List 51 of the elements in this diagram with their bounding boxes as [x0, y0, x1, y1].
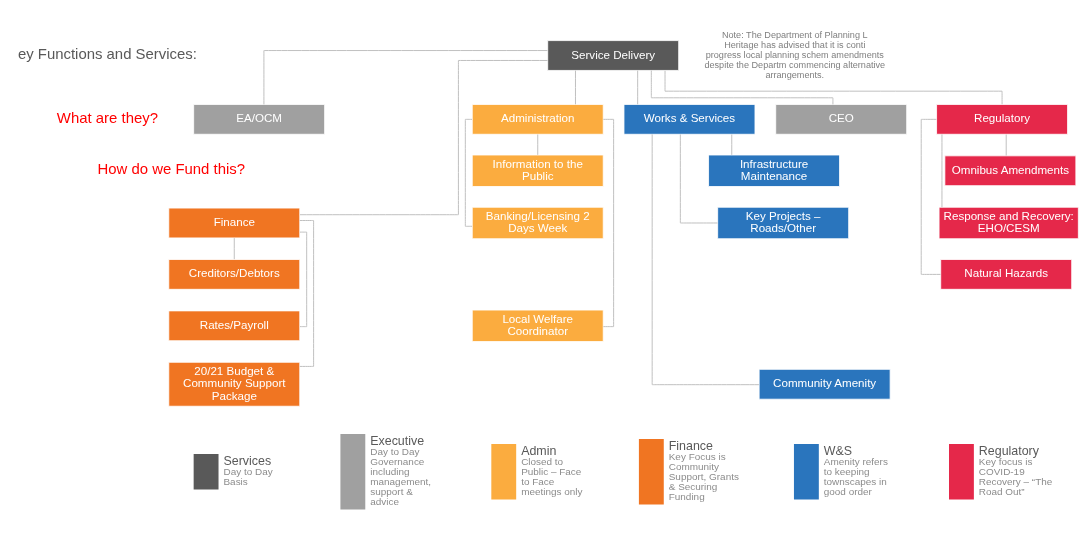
node-box: 20/21 Budget & Community Support Package: [168, 361, 301, 407]
connector: [679, 133, 718, 224]
node-box: Finance: [168, 207, 301, 239]
connector: [299, 231, 308, 328]
node-box: CEO: [775, 104, 908, 135]
label: Closed to Public – Face to Face meetings only: [521, 456, 583, 498]
label: Key Focus is Community Support, Grants & Securing Funding: [668, 451, 739, 503]
label: Amenity refers to keeping townscapes in good order: [823, 456, 888, 498]
label: Day to Day Basis: [223, 466, 273, 488]
node-box: Service Delivery: [547, 40, 680, 71]
connector: [637, 70, 639, 105]
node-box: Community Amenity: [758, 368, 891, 400]
label: How do we Fund this?: [97, 160, 245, 178]
connector: [464, 118, 473, 227]
node-box: Administration: [471, 104, 604, 135]
legend-label: Regulatory: [978, 443, 1039, 458]
node-box: Creditors/Debtors: [168, 259, 301, 290]
label: Day to Day Governance including management, support & advice: [370, 446, 432, 507]
node-box: Banking/Licensing 2 Days Week: [471, 206, 604, 240]
connector: [1005, 134, 1007, 157]
node-box: Key Projects – Roads/Other: [717, 206, 850, 240]
legend-label: Finance: [668, 438, 713, 453]
connector: [731, 134, 733, 156]
node-box: Omnibus Amendments: [944, 155, 1077, 187]
connector: [920, 118, 941, 275]
node-box: Information to the Public: [471, 154, 604, 187]
node-box: Infrastructure Maintenance: [708, 154, 840, 187]
connector: [664, 70, 1003, 105]
connector: [651, 133, 760, 386]
legend-label: Admin: [521, 443, 557, 458]
node-box: Response and Recovery: EHO/CESM: [938, 206, 1079, 240]
connector: [650, 70, 834, 105]
legend-label: Executive: [370, 433, 425, 448]
connector: [574, 70, 576, 105]
node-box: Rates/Payroll: [168, 310, 301, 342]
node-box: Works & Services: [623, 104, 756, 135]
connector: [233, 237, 235, 260]
node-box: Local Welfare Coordinator: [471, 309, 604, 342]
connector: [941, 133, 943, 208]
connector: [602, 118, 615, 328]
node-box: EA/OCM: [193, 104, 326, 135]
connector: [537, 134, 539, 156]
connector: [299, 60, 549, 216]
label: Note: The Department of Planning L Heritage has advised that it is conti progress local planning schem amendments despite the Departm commencing alternative arrangements.: [704, 29, 886, 80]
node-box: Regulatory: [936, 104, 1068, 135]
label: ey Functions and Services:: [17, 45, 197, 63]
legend-label: W&S: [823, 443, 853, 458]
node-box: Natural Hazards: [940, 259, 1073, 290]
connector: [263, 50, 548, 105]
legend-label: Services: [223, 453, 272, 468]
label: What are they?: [56, 109, 158, 126]
